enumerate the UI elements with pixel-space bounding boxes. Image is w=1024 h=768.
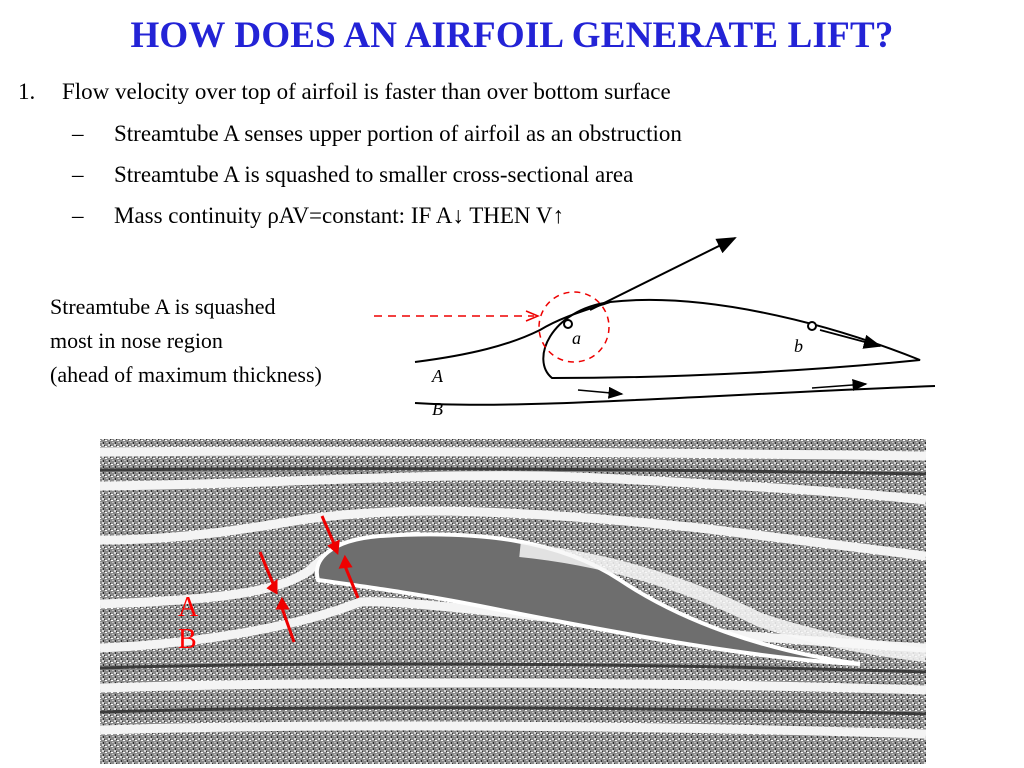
photo-marker-throat-lower (343, 565, 360, 599)
slide-title: HOW DOES AN AIRFOIL GENERATE LIFT? (130, 15, 894, 56)
particle-a-dot (563, 319, 573, 329)
point-number: 1. (18, 79, 36, 104)
streamline-a (414, 301, 611, 363)
sub-point: – Streamtube A is squashed to smaller cro… (72, 162, 633, 188)
dash-marker: – (72, 121, 84, 146)
callout-line: most in nose region (50, 328, 223, 353)
flow-arrow (577, 386, 624, 399)
photo-marker-throat-upper (320, 515, 337, 547)
callout-text: Streamtube A is squashed most in nose re… (50, 290, 322, 392)
airfoil-outline (542, 299, 921, 380)
label-streamtube-a: A (431, 366, 444, 386)
streamline-upper (589, 237, 737, 311)
label-streamtube-b: B (432, 399, 443, 419)
flow-arrow (819, 329, 882, 349)
photo-label-a: A (178, 592, 199, 623)
photo-label-b: B (178, 624, 197, 655)
photo-marker-a-lower (280, 607, 296, 643)
sub-point-text: Streamtube A is squashed to smaller cros… (114, 162, 634, 187)
label-a-small: a (572, 328, 581, 348)
nose-highlight-circle (538, 291, 610, 363)
point-text: Flow velocity over top of airfoil is fas… (62, 79, 671, 104)
dash-marker: – (72, 162, 84, 187)
label-b-small: b (794, 336, 803, 356)
streamline-b (414, 385, 936, 406)
sub-point-text: Mass continuity ρAV=constant: IF A↓ THEN… (114, 203, 564, 228)
sub-point: – Mass continuity ρAV=constant: IF A↓ THE… (72, 203, 564, 229)
flow-arrow (811, 379, 868, 391)
callout-line: (ahead of maximum thickness) (50, 362, 322, 387)
photo-marker-a-upper (258, 551, 276, 587)
main-point: 1. Flow velocity over top of airfoil is f… (18, 79, 671, 105)
photo-airfoil (314, 532, 861, 666)
dash-marker: – (72, 203, 84, 228)
sub-point: – Streamtube A senses upper portion of ai… (72, 121, 682, 147)
particle-b-dot (807, 321, 817, 331)
pointer-arrowhead (525, 310, 540, 322)
callout-line: Streamtube A is squashed (50, 294, 276, 319)
sub-point-text: Streamtube A senses upper portion of air… (114, 121, 682, 146)
